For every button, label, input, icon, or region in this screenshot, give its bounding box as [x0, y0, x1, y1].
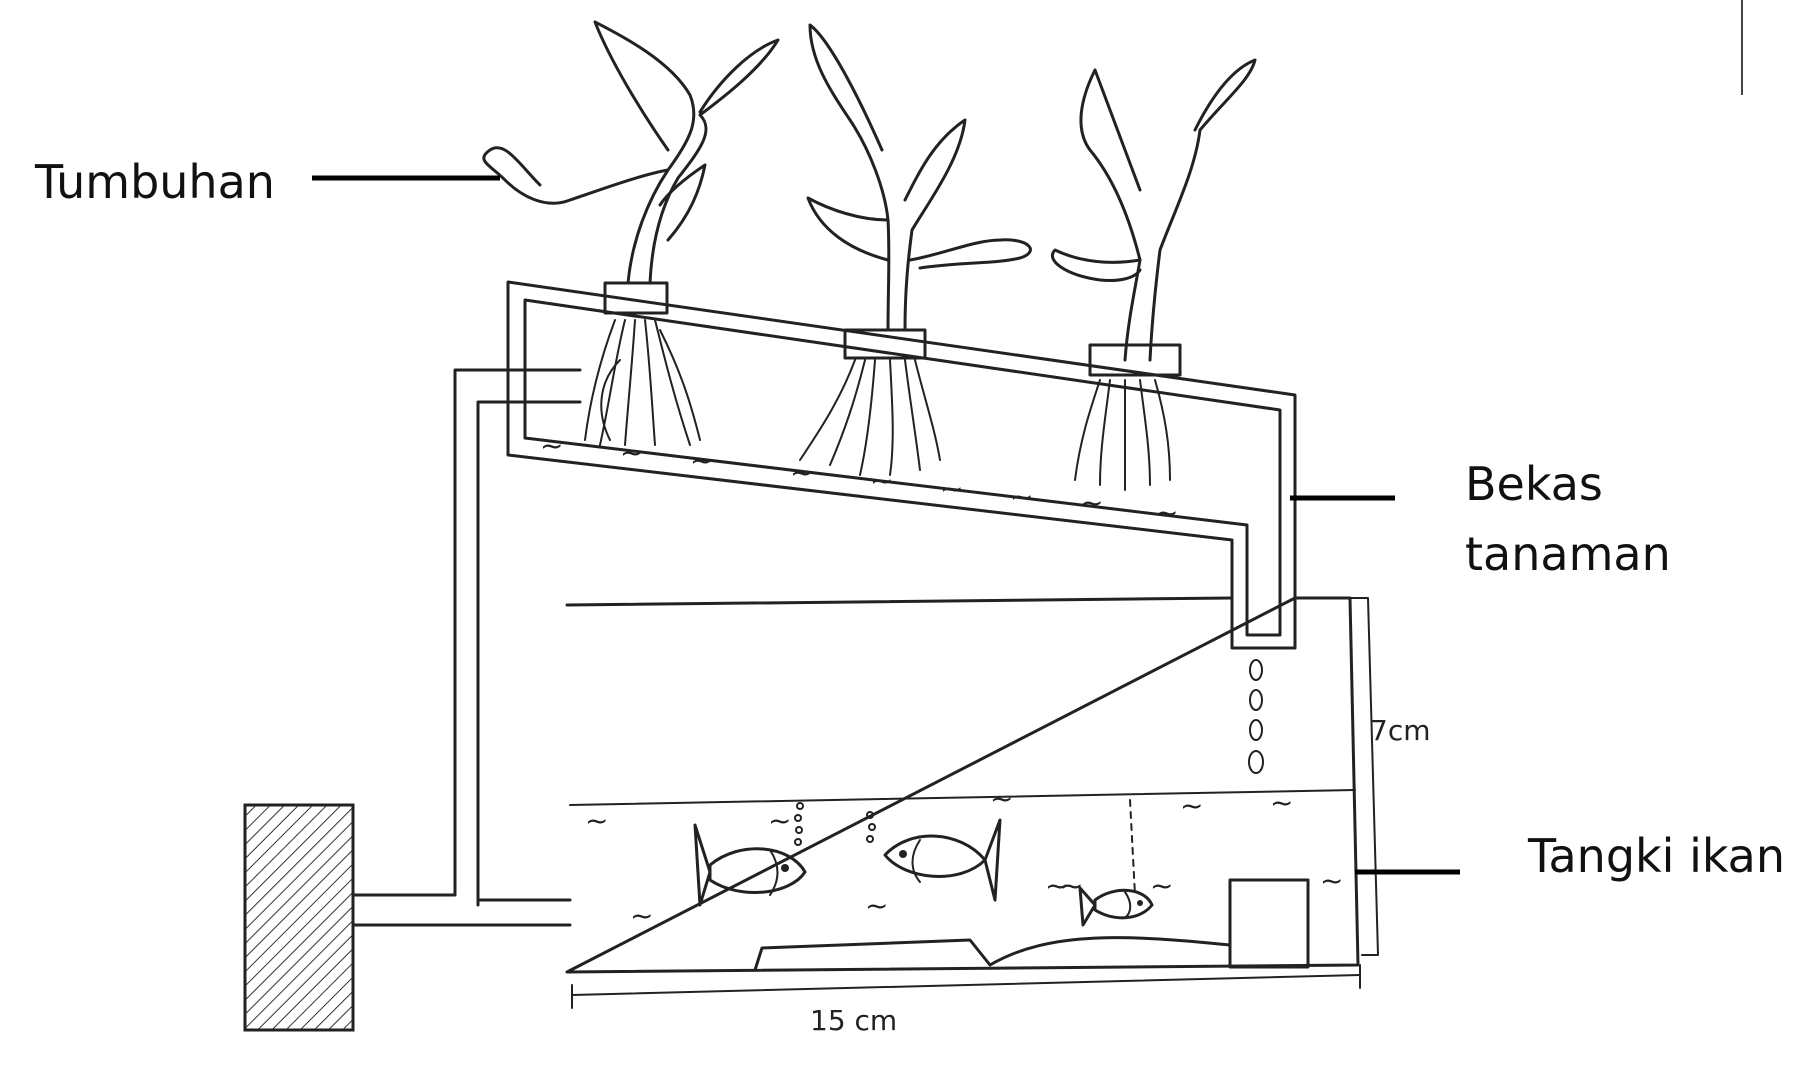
plants: [482, 20, 1257, 377]
roots-2: [799, 359, 941, 476]
pump: [243, 803, 355, 1032]
svg-text:~: ~: [865, 889, 888, 922]
container-label-line2: tanaman: [1465, 527, 1671, 581]
fish-1: ~: [693, 802, 807, 907]
tank-label: Tangki ikan: [1527, 829, 1785, 883]
svg-text:~: ~: [1150, 869, 1173, 902]
plant-1: [482, 20, 780, 315]
svg-text:~: ~: [620, 436, 643, 469]
fish: ~ ~ ~: [693, 782, 1154, 927]
svg-text:~: ~: [1155, 496, 1178, 529]
width-dimension-label: 15 cm: [810, 1004, 897, 1037]
dimension-height: 7cm: [1349, 597, 1430, 956]
svg-text:~: ~: [690, 444, 713, 477]
svg-text:~: ~: [540, 429, 563, 462]
water-pipes: [353, 368, 582, 927]
plant-roots: [584, 319, 1171, 491]
svg-text:~: ~: [790, 456, 813, 489]
dimension-width: 15 cm: [571, 964, 1361, 1037]
height-dimension-label: 7cm: [1370, 714, 1430, 747]
container-label-line1: Bekas: [1465, 457, 1603, 511]
svg-text:~: ~: [1270, 786, 1293, 819]
tank-water-ripples: ~ ~ ~ ~ ~ ~ ~ ~: [585, 786, 1343, 932]
grow-bed: ~ ~ ~ ~ ~ ~ ~ ~ ~: [506, 280, 1297, 650]
svg-text:~: ~: [990, 782, 1013, 815]
svg-text:~: ~: [768, 804, 791, 837]
plant-2: [806, 23, 1032, 360]
svg-text:~: ~: [1320, 864, 1343, 897]
svg-text:~: ~: [630, 899, 653, 932]
svg-text:~: ~: [1180, 789, 1203, 822]
fish-tank: ~ ~ ~ ~ ~ ~ ~ ~: [565, 596, 1360, 974]
svg-text:~: ~: [870, 464, 893, 497]
bed-water-ripples: ~ ~ ~ ~ ~ ~ ~ ~ ~: [540, 429, 1178, 529]
fish-2: ~: [866, 782, 1013, 902]
svg-text:~: ~: [940, 472, 963, 505]
svg-text:~: ~: [1080, 486, 1103, 519]
svg-text:~: ~: [1010, 480, 1033, 513]
fish-3: ~: [1060, 799, 1154, 927]
roots-1: [584, 319, 701, 446]
roots-3: [1074, 379, 1171, 491]
svg-text:~: ~: [1060, 869, 1083, 902]
svg-text:~: ~: [1045, 869, 1068, 902]
plants-label: Tumbuhan: [34, 155, 275, 209]
svg-text:~: ~: [585, 804, 608, 837]
plant-3: [1051, 58, 1257, 377]
water-droplets: [1248, 659, 1264, 774]
